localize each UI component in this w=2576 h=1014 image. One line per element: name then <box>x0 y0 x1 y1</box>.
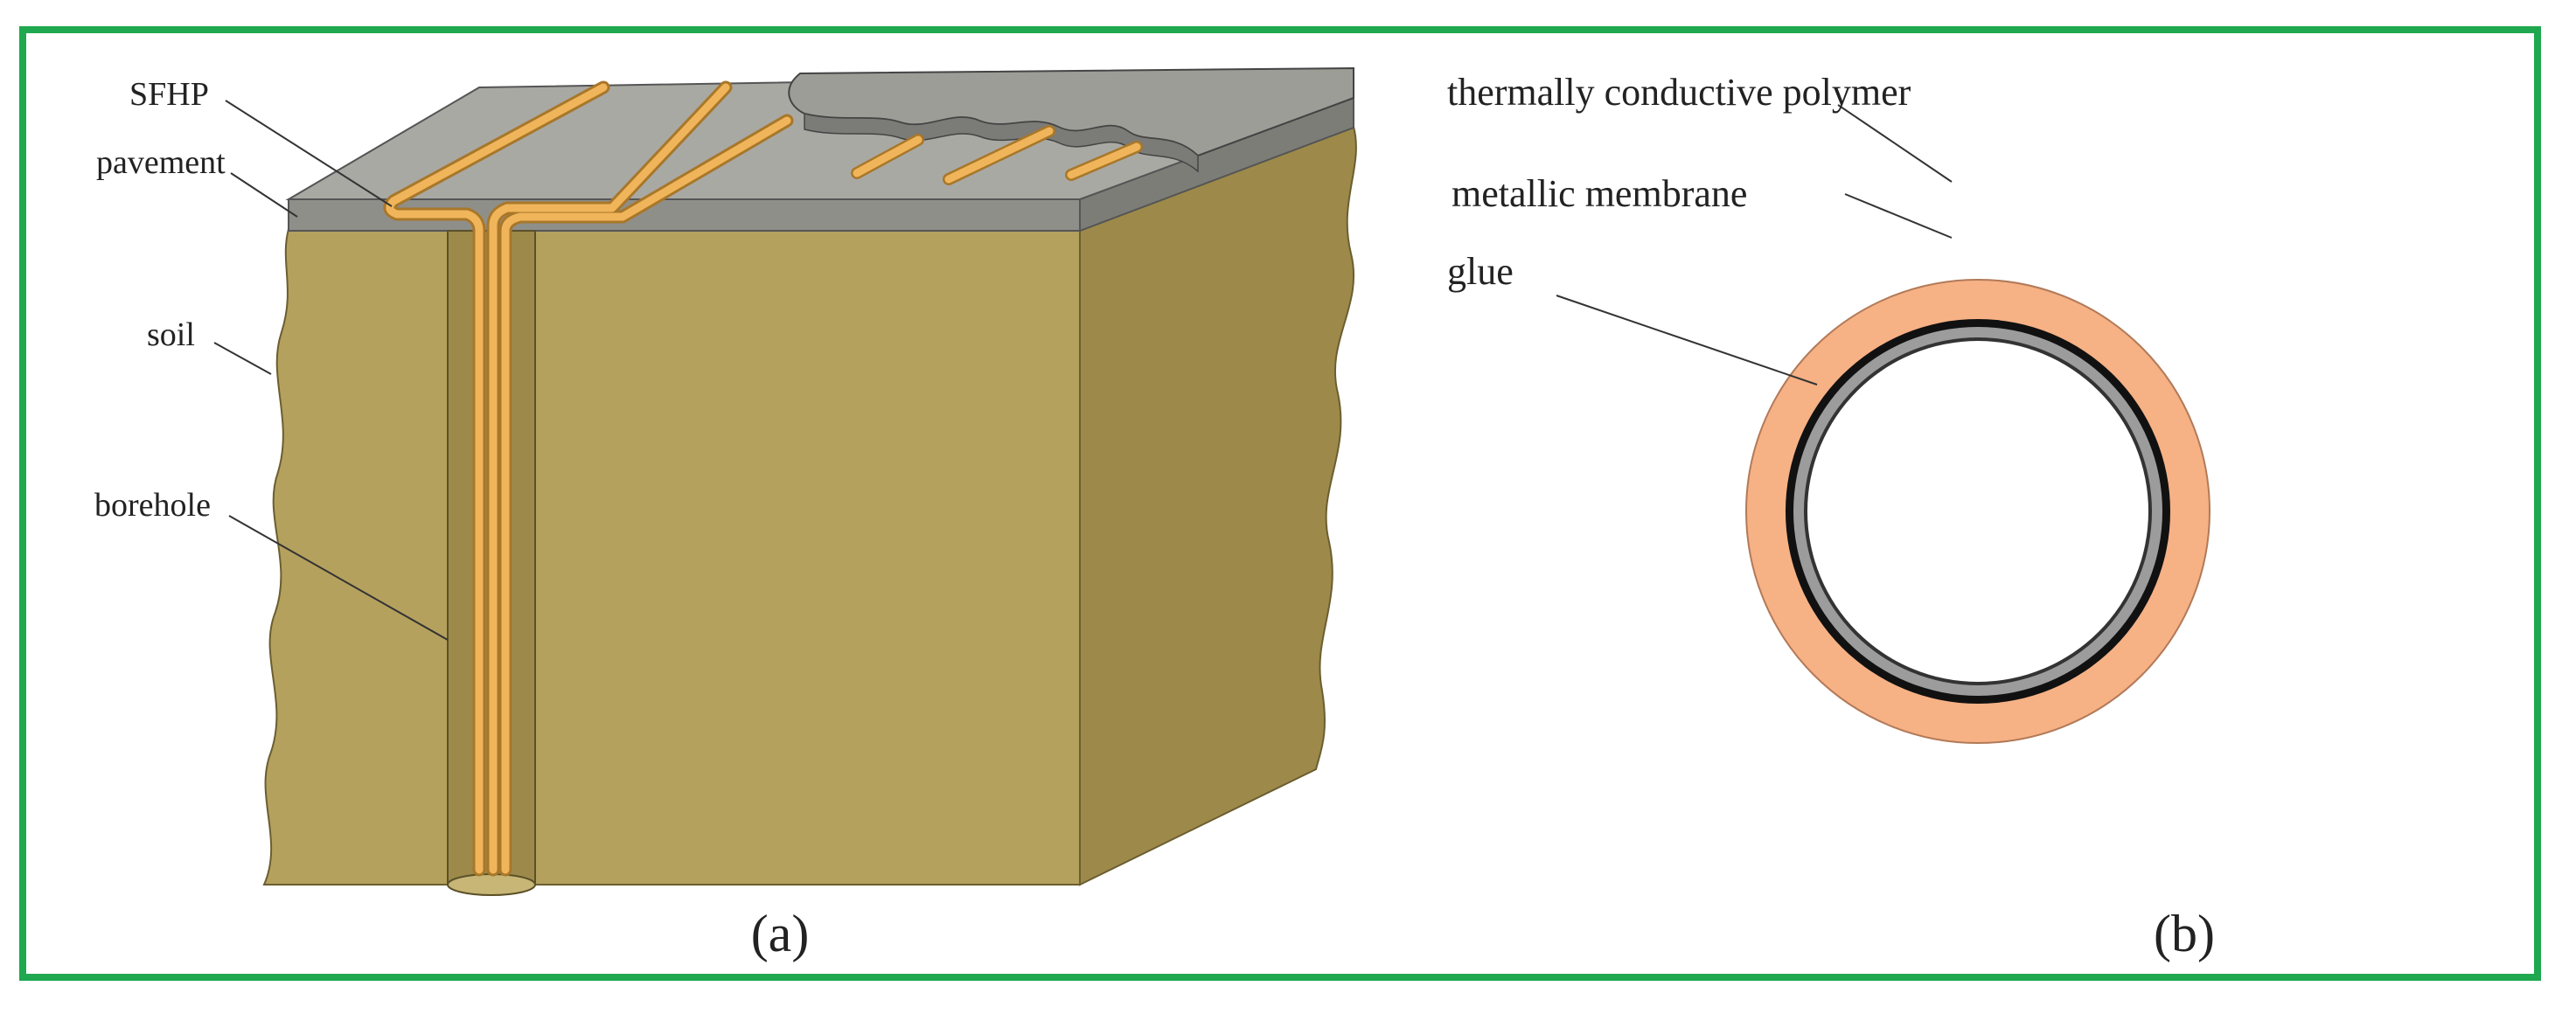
soil-side-face <box>1079 125 1357 886</box>
panel-b-caption: (b) <box>2154 905 2215 962</box>
soil-front-face <box>262 228 1081 886</box>
pipe-interior <box>1807 341 2148 682</box>
soil-leader <box>213 342 272 375</box>
borehole-leader <box>228 515 449 641</box>
panel-a-caption: (a) <box>751 905 810 962</box>
sfhp-label: SFHP <box>129 76 209 113</box>
membrane-leader <box>1844 193 1953 239</box>
membrane-label: metallic membrane <box>1452 172 1747 215</box>
polymer-label: thermally conductive polymer <box>1447 71 1911 114</box>
glue-label: glue <box>1447 250 1514 293</box>
pavement-label: pavement <box>96 144 226 181</box>
soil-label: soil <box>147 316 195 353</box>
cutaway-face <box>804 113 1199 173</box>
figure-border <box>19 26 2541 981</box>
panel-b-diagram: thermally conductive polymer metallic me… <box>1447 71 2215 962</box>
glue-leader <box>1556 295 1818 385</box>
panel-a-diagram: SFHP pavement soil borehole (a) <box>94 66 1357 962</box>
polymer-leader <box>1837 104 1953 183</box>
pavement-leader <box>230 172 298 218</box>
sfhp-leader <box>225 100 393 207</box>
borehole-label: borehole <box>94 487 211 524</box>
borehole-bottom <box>447 873 536 896</box>
